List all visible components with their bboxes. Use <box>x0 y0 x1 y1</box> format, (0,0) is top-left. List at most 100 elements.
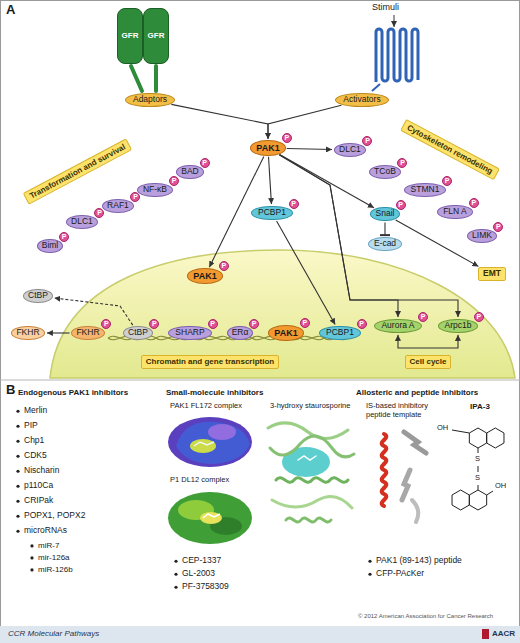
node-text: P <box>302 319 307 327</box>
phospho-badge: P <box>200 158 210 168</box>
bullets <box>16 410 371 589</box>
substrate-oval: RAF1P <box>102 199 135 214</box>
list-item: CRIPak <box>24 496 53 506</box>
structure-caption: 3-hydroxy staurosporine <box>270 402 350 411</box>
panel-divider <box>0 380 520 381</box>
node-text: P <box>172 177 177 185</box>
substrate-oval: DLC1P <box>66 215 99 230</box>
node-text: P <box>398 201 403 209</box>
bond <box>452 430 469 433</box>
bullet-dot <box>16 530 19 533</box>
node-text: P <box>210 320 215 328</box>
benzene-ring <box>452 490 469 510</box>
node-text: Transformation and survival <box>29 143 128 201</box>
substrate-oval: SHARPP <box>168 326 211 341</box>
node-text: GFR <box>122 31 139 40</box>
protein-surface <box>208 424 236 440</box>
connector <box>384 222 385 235</box>
bullet-dot <box>16 500 19 503</box>
phospho-badge: P <box>219 261 229 271</box>
process-label-box: EMT <box>478 267 506 281</box>
phospho-badge: P <box>282 133 292 143</box>
ligand-sticks <box>203 514 220 518</box>
list-item: Chp1 <box>24 436 44 446</box>
adaptor-oval: Activators <box>335 93 389 108</box>
node-text: CtBP <box>128 328 148 338</box>
ribbon <box>270 436 354 457</box>
atom-label: S <box>475 474 480 483</box>
kinase-oval: PAK1P <box>268 325 304 340</box>
bullet-dot <box>16 515 19 518</box>
connector <box>287 148 332 149</box>
receptor-stalks <box>131 66 156 91</box>
bullet-dot <box>16 485 19 488</box>
phospho-badge: P <box>469 198 479 208</box>
loop <box>412 500 418 522</box>
node-text: DLC1 <box>339 145 361 155</box>
substrate-oval: NF-κBP <box>137 183 173 198</box>
node-text: Cytoskeleton remodeling <box>406 124 495 177</box>
substrate-oval: PCBP1P <box>319 326 360 341</box>
beta-strand <box>402 470 410 500</box>
copyright: © 2012 American Association for Cancer R… <box>358 613 493 620</box>
node-text: P <box>471 199 476 207</box>
substrate-oval: BimlP <box>37 239 63 254</box>
connector <box>47 332 70 333</box>
bullet-dot <box>30 568 33 571</box>
connector <box>268 105 341 139</box>
node-text: PAK1 <box>193 271 216 281</box>
node-text: PCBP1 <box>258 208 286 218</box>
beta-strand <box>404 432 426 453</box>
phospho-badge: P <box>130 192 140 202</box>
bullet-dot <box>16 455 19 458</box>
node-text: P <box>152 320 157 328</box>
process-label-box: Transformation and survival <box>23 139 133 206</box>
node-text: P <box>62 233 67 241</box>
phospho-badge: P <box>101 319 111 329</box>
staurosporine-complex-ribbon <box>268 423 354 522</box>
receptor-box: GFR <box>143 8 170 64</box>
phospho-badge: P <box>474 312 484 322</box>
peptide-template-ribbon <box>382 432 426 522</box>
binding-pocket <box>282 447 330 477</box>
structure-caption: PAK1 FL172 complex <box>170 402 242 411</box>
protein-surface <box>168 417 252 467</box>
helix-ribbon <box>276 478 348 483</box>
footer-bar <box>0 626 520 643</box>
node-text: EMT <box>483 269 501 279</box>
node-text: FKHR <box>16 328 39 338</box>
node-text: P <box>359 320 364 328</box>
nucleus <box>50 250 515 378</box>
sub-list-item: miR-7 <box>38 541 59 550</box>
bullet-dot <box>16 440 19 443</box>
connector <box>277 221 336 324</box>
protein-surface <box>168 492 252 544</box>
list-item: PF-3758309 <box>182 582 229 592</box>
ligand-sticks <box>194 442 214 446</box>
node-text: PAK1 <box>274 328 297 338</box>
node-text: PAK1 <box>256 143 279 153</box>
benzene-ring <box>469 490 486 510</box>
phospho-badge: P <box>208 319 218 329</box>
protein-surface <box>176 422 250 464</box>
kinase-oval: PAK1P <box>250 140 286 155</box>
benzene-ring <box>487 428 504 448</box>
structure-caption: IS-based inhibitory peptide template <box>366 402 452 419</box>
sub-list-item: mir-126a <box>38 553 70 562</box>
node-text: Snail <box>376 209 395 219</box>
bullet-dot <box>16 410 19 413</box>
sub-list-item: miR-126b <box>38 565 73 574</box>
connector <box>398 335 458 348</box>
ipa3-structure <box>452 428 504 510</box>
node-text: P <box>97 209 102 217</box>
bullet-dot <box>30 544 33 547</box>
compound-name: IPA-3 <box>470 402 490 411</box>
alpha-helix <box>382 434 387 506</box>
bullet-dot <box>368 560 371 563</box>
footer-series: CCR Molecular Pathways <box>8 629 99 638</box>
node-text: P <box>252 320 257 328</box>
section-heading: Allosteric and peptide inhibitors <box>356 388 478 397</box>
bullet-dot <box>16 470 19 473</box>
